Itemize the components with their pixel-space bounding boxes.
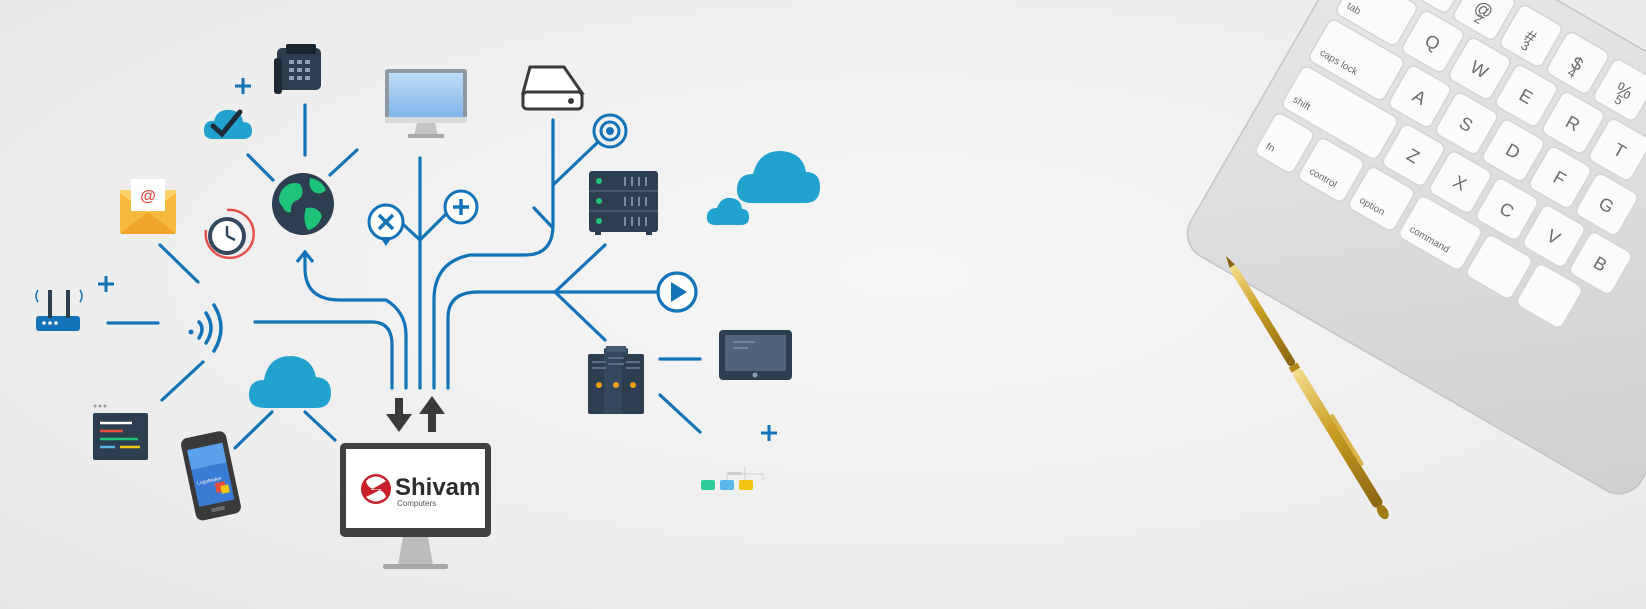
- smartphone-icon: LogoMaker: [181, 431, 241, 521]
- pen: [1226, 256, 1389, 520]
- transfer-arrows-icon: [386, 396, 445, 432]
- network-lines: [106, 103, 702, 450]
- shivam-logo-icon: [361, 474, 391, 504]
- globe-icon: [272, 173, 334, 235]
- cloud-check-icon: [203, 109, 252, 139]
- cloud-large-icon: [736, 150, 820, 203]
- keyboard-key: [1282, 66, 1398, 160]
- clock-icon: [204, 208, 255, 260]
- target-icon: [592, 113, 628, 149]
- keyboard-key: [1336, 0, 1418, 46]
- globe-arrow-icon: [295, 249, 315, 263]
- keyboard-key: [1575, 173, 1638, 236]
- keyboard-key: [1348, 166, 1415, 231]
- keyboard-key: [1482, 119, 1545, 182]
- keyboard-key: [1429, 151, 1492, 214]
- play-icon: [656, 271, 698, 313]
- wifi-icon: [188, 303, 223, 353]
- keyboard-key: [1406, 0, 1469, 13]
- cloud-left-icon: [248, 356, 331, 408]
- shivam-monitor: Shivam Computers: [340, 443, 491, 569]
- logo-name: Shivam: [395, 474, 480, 501]
- logo-tagline: Computers: [397, 499, 436, 508]
- keyboard-key: [1435, 92, 1498, 155]
- phone-screen-text: LogoMaker: [197, 476, 223, 487]
- plus-icon-left: [98, 276, 114, 292]
- router-icon: [35, 289, 83, 331]
- keyboard-key: [1476, 178, 1539, 241]
- email-icon: @: [120, 179, 176, 234]
- keyboard-key: [1495, 64, 1558, 127]
- tablet-icon: [719, 330, 792, 380]
- server-rack-icon: [589, 171, 658, 235]
- keyboard-key: [1522, 205, 1585, 268]
- keyboard-key: [1546, 31, 1609, 94]
- keyboard-key: [1401, 10, 1464, 73]
- keyboard-key: [1500, 4, 1562, 67]
- svg-text:@: @: [140, 188, 156, 205]
- pin-close-icon: [367, 203, 405, 246]
- keyboard-key: [1466, 234, 1532, 299]
- keyboard-key: [1382, 124, 1445, 187]
- keyboard-key: [1542, 91, 1605, 154]
- keyboard-key: [1388, 65, 1451, 128]
- keyboard-key: [1589, 118, 1646, 181]
- hierarchy-icon: [701, 466, 764, 490]
- keyboard-key: [1529, 146, 1592, 209]
- keyboard-key: [1569, 232, 1632, 295]
- code-window-icon: [93, 404, 148, 460]
- hard-drive-icon: [521, 65, 585, 111]
- plus-icon-lower-right: [761, 425, 777, 441]
- keyboard-key: [1298, 137, 1364, 202]
- keyboard-key: [1255, 112, 1314, 173]
- keyboard-key: [1398, 195, 1482, 270]
- keyboard-key: [1309, 19, 1405, 101]
- keyboard-key: [1453, 0, 1516, 40]
- telephone-icon: [274, 44, 321, 94]
- desktop-monitor-icon: [385, 69, 467, 138]
- keyboard-key: [1448, 37, 1511, 100]
- keyboard-key: [1516, 263, 1583, 328]
- server-towers-icon: [588, 346, 644, 414]
- add-circle-icon: [443, 189, 479, 225]
- plus-icon: [235, 78, 251, 94]
- cloud-small-icon: [706, 197, 749, 225]
- keyboard-key: [1593, 58, 1646, 121]
